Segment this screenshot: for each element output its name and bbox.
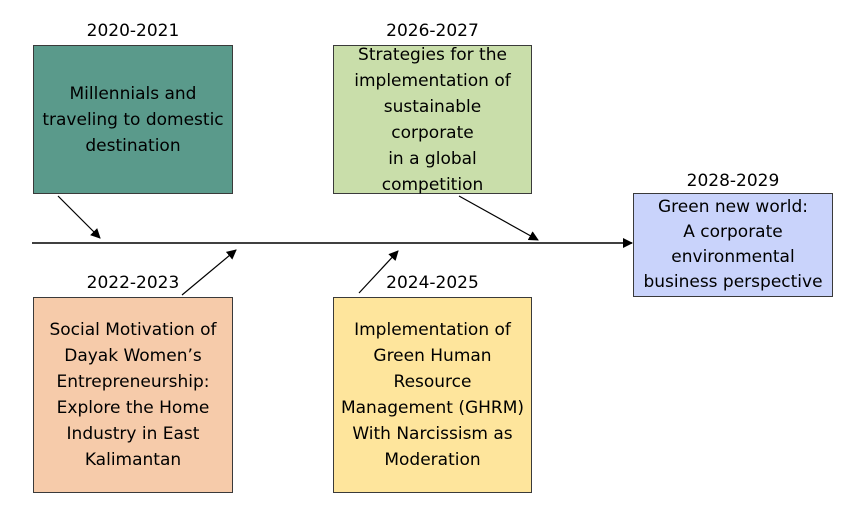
milestone-year-2028: 2028-2029 [686,171,780,191]
milestone-text-2026: Strategies for the implementation of sus… [354,44,511,195]
milestone-box-2020: Millennials and traveling to domestic de… [33,45,233,194]
milestone-year-2022: 2022-2023 [86,273,180,293]
milestone-year-2026: 2026-2027 [386,21,479,41]
milestone-box-2028: Green new world: A corporate environment… [633,193,833,297]
milestone-box-2026: Strategies for the implementation of sus… [333,45,532,195]
milestone-text-2020: Millennials and traveling to domestic de… [42,83,224,156]
connector-arrow-2024 [358,250,399,294]
connector-arrow-2022 [181,249,237,296]
milestone-box-2022: Social Motivation of Dayak Women’s Entre… [33,297,233,493]
milestone-text-2028: Green new world: A corporate environment… [643,197,823,292]
connector-arrow-2020 [57,195,101,239]
milestone-text-2022: Social Motivation of Dayak Women’s Entre… [49,320,217,470]
milestone-year-2020: 2020-2021 [86,21,180,41]
milestone-box-2024: Implementation of Green Human Resource M… [333,297,532,493]
connector-arrow-2026 [458,195,539,241]
milestone-year-2024: 2024-2025 [386,273,479,293]
milestone-text-2024: Implementation of Green Human Resource M… [340,320,525,470]
